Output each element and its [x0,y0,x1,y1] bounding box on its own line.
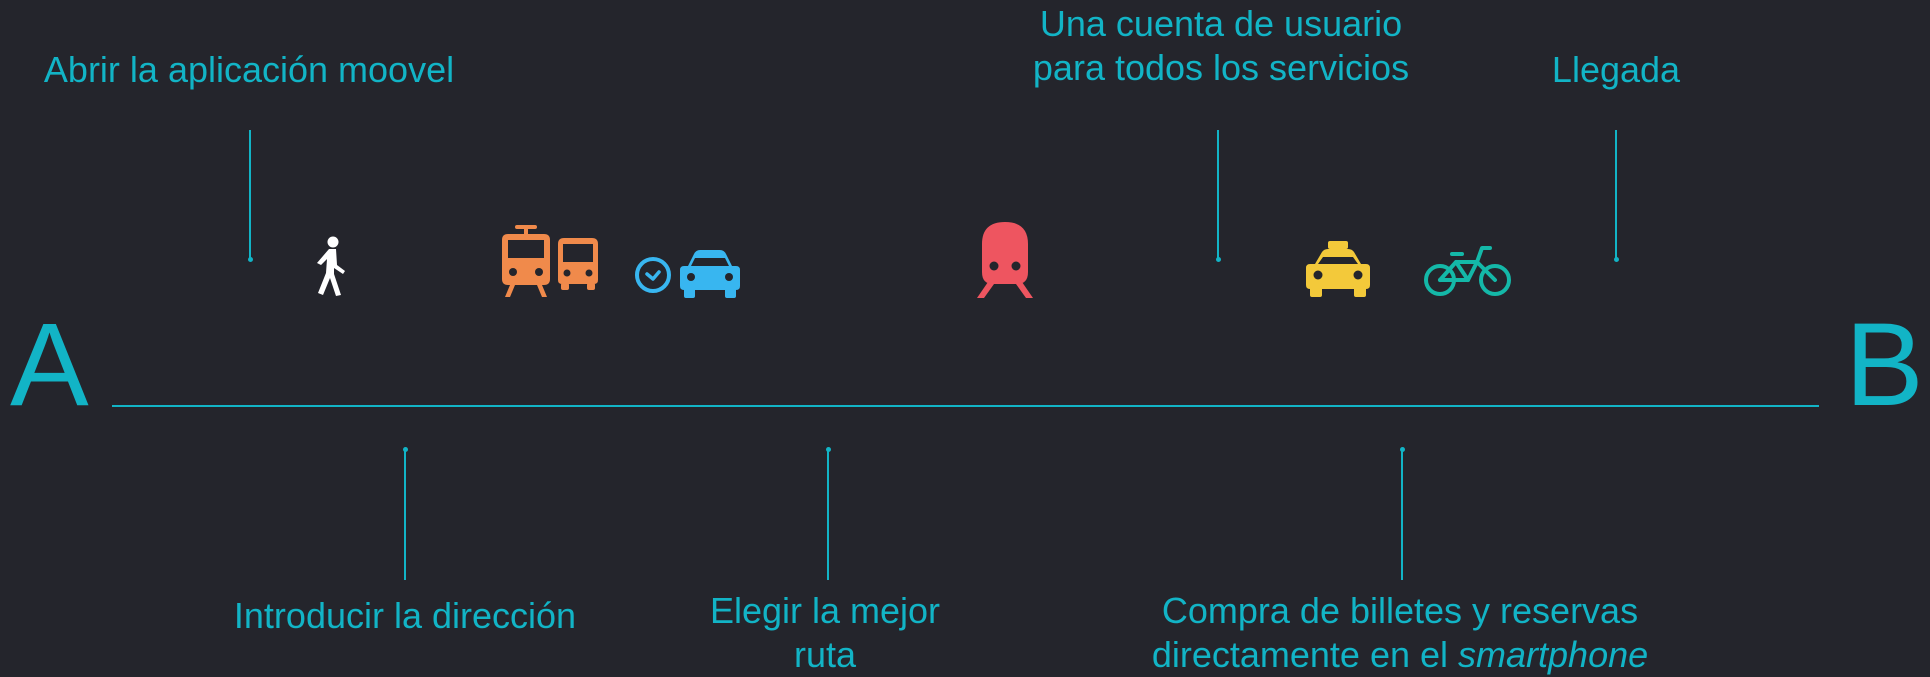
step-connector-enter-address [402,447,408,580]
step-buy-tickets-line-2: directamente en el smartphone [1124,633,1676,677]
step-connector-arrival [1613,130,1619,262]
timeline-line [112,405,1819,407]
bus-icon [558,238,598,290]
step-arrival: Llegada [1535,48,1697,92]
step-buy-tickets-line-1: Compra de billetes y reservas [1161,590,1639,631]
step-choose-route-line-2: ruta [793,634,857,675]
train-icon [977,222,1033,298]
step-buy-tickets: Compra de billetes y reservas directamen… [1124,589,1676,677]
step-choose-route: Elegir la mejor ruta [680,589,970,677]
taxi-icon [1306,241,1370,297]
endpoint-a-label: A [10,299,89,431]
step-open-app: Abrir la aplicación moovel [24,48,474,92]
bicycle-icon [1424,246,1511,296]
tram-icon [502,225,550,297]
step-connector-open-app [247,130,253,262]
step-connector-user-account [1215,130,1221,262]
step-enter-address: Introducir la dirección [205,594,605,638]
step-user-account: Una cuenta de usuario para todos los ser… [1011,2,1431,90]
step-open-app-text: Abrir la aplicación moovel [43,49,455,90]
car-icon [680,250,740,298]
step-user-account-line-1: Una cuenta de usuario [1039,3,1403,44]
step-enter-address-text: Introducir la dirección [233,595,577,636]
step-buy-tickets-line-2-prefix: directamente en el [1151,634,1459,675]
step-choose-route-line-1: Elegir la mejor [709,590,941,631]
clock-icon [635,257,671,293]
step-buy-tickets-line-2-emphasis: smartphone [1458,634,1649,675]
step-connector-buy-tickets [1399,447,1405,580]
step-arrival-text: Llegada [1551,49,1681,90]
endpoint-b-label: B [1845,299,1924,431]
step-connector-choose-route [825,447,831,580]
walking-person-icon [317,236,345,296]
step-user-account-line-2: para todos los servicios [1032,47,1410,88]
